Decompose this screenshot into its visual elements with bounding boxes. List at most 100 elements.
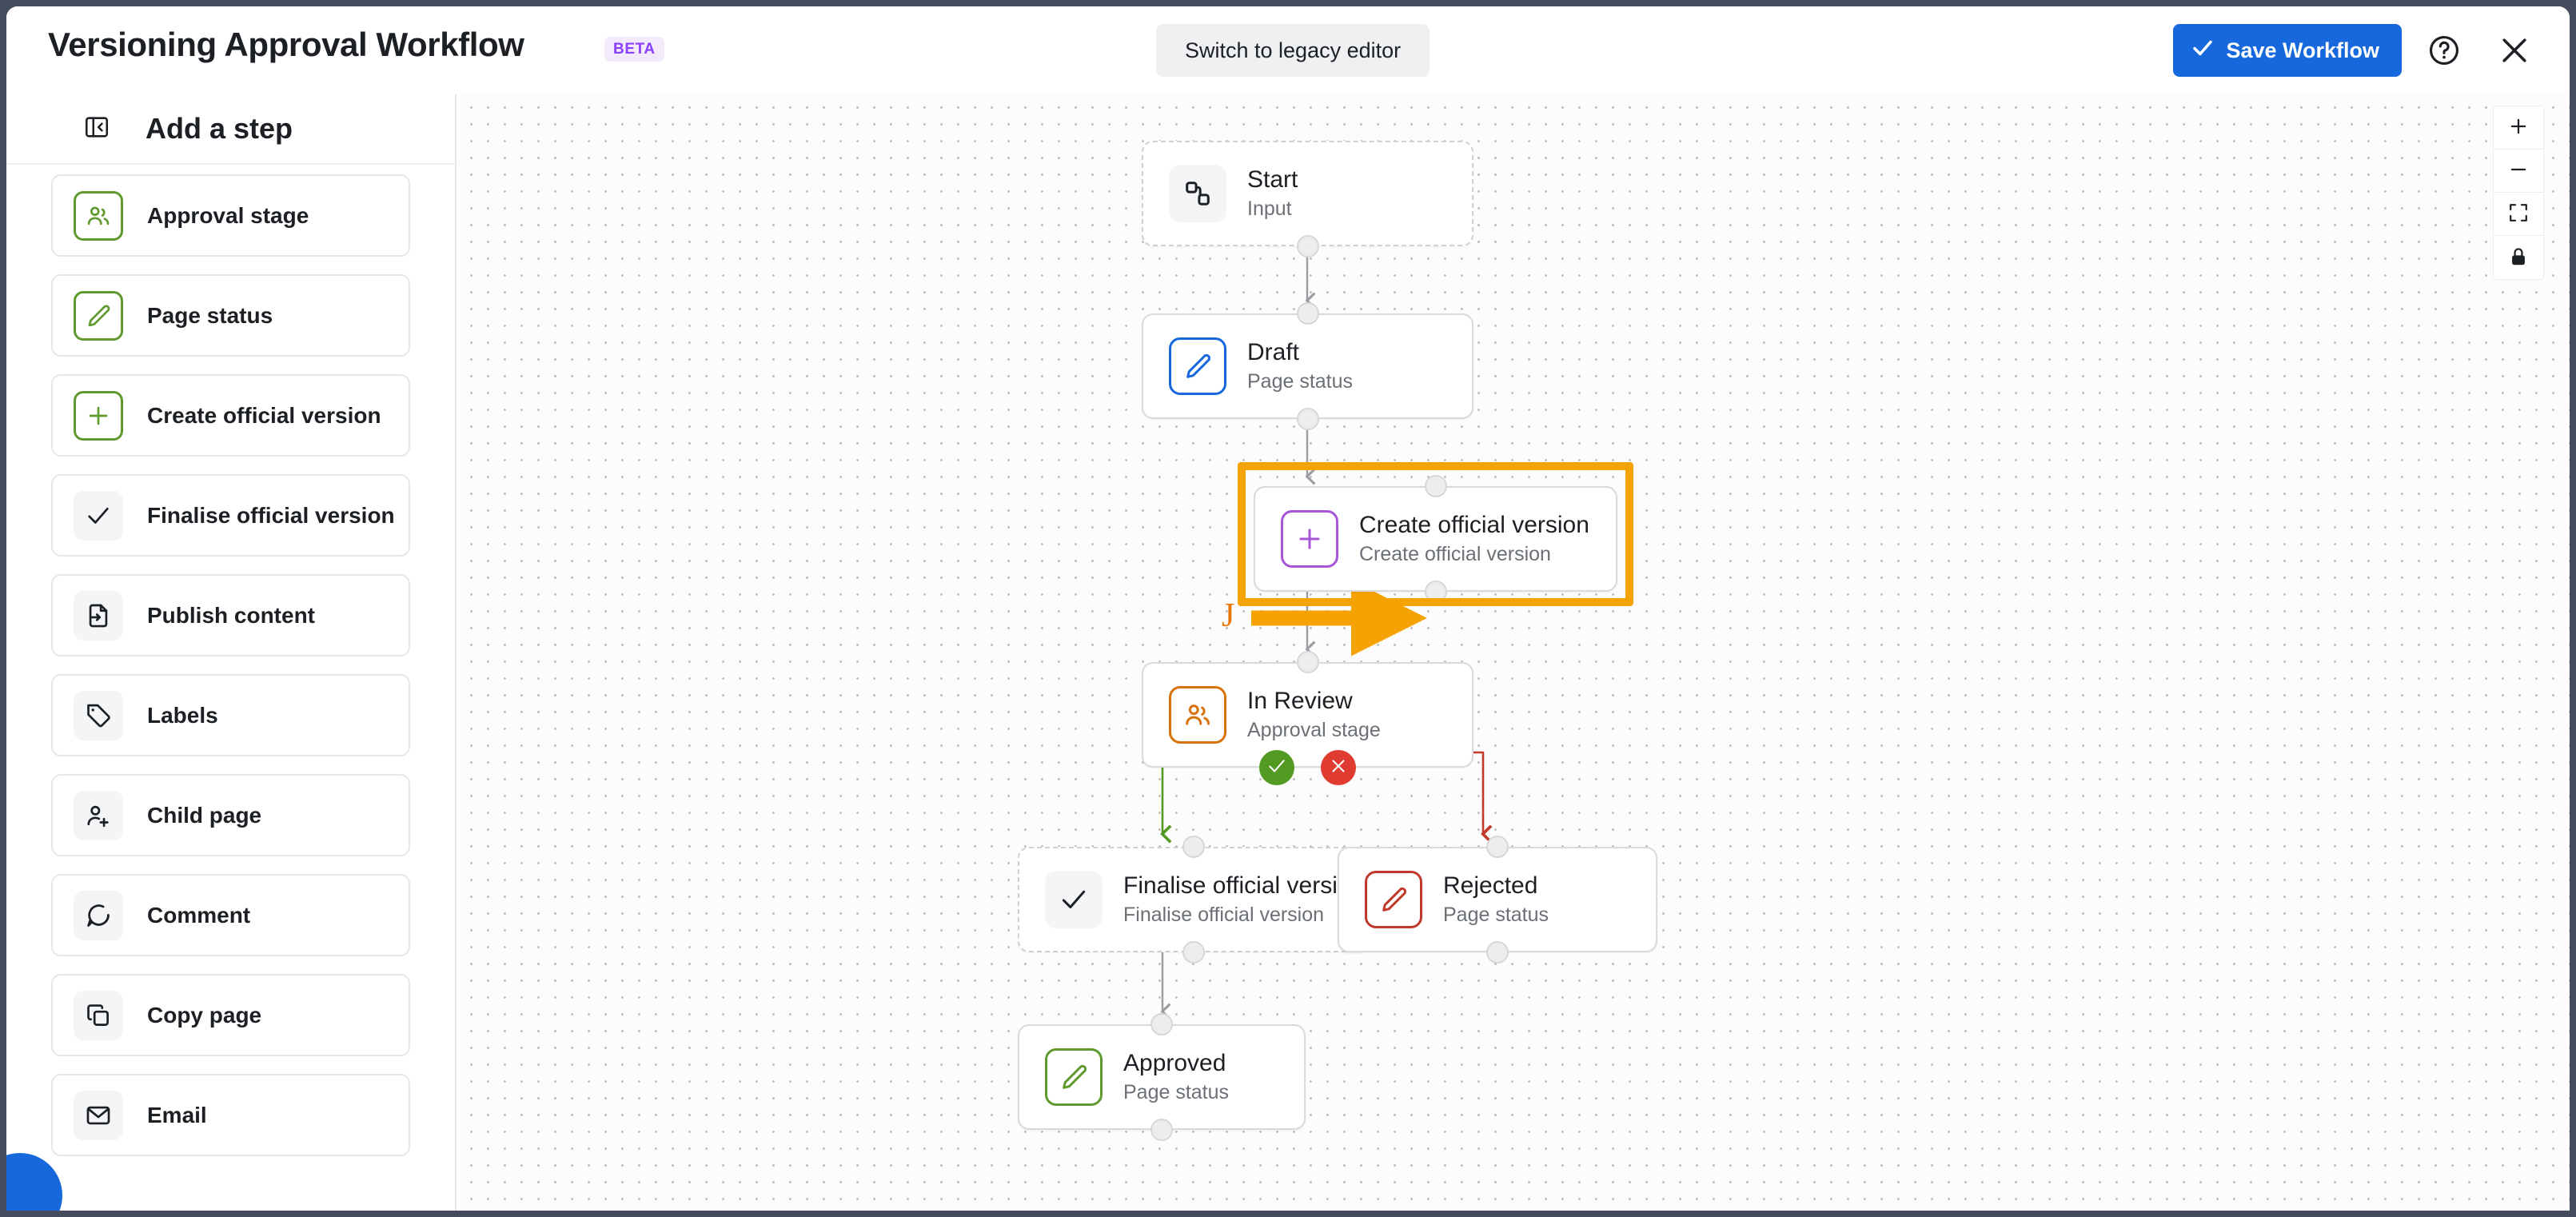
node-subtitle: Page status <box>1123 1080 1230 1103</box>
node-title: In Review <box>1247 688 1353 715</box>
workflow-start-icon <box>1169 165 1226 222</box>
sidebar-step-approval-stage[interactable]: Approval stage <box>51 174 410 257</box>
people-icon <box>74 190 123 241</box>
node-subtitle: Approval stage <box>1247 718 1381 741</box>
node-handle-create-top[interactable] <box>1424 475 1447 497</box>
workflow-node-start[interactable]: Start Input <box>1142 141 1473 246</box>
close-icon[interactable] <box>2493 29 2536 72</box>
pencil-icon <box>1169 337 1226 395</box>
sidebar-step-create-official-version[interactable]: Create official version <box>51 374 410 457</box>
check-icon <box>1266 756 1287 780</box>
zoom-out-control[interactable] <box>2494 150 2543 193</box>
sidebar-step-email[interactable]: Email <box>51 1074 410 1156</box>
plus-icon <box>74 390 123 441</box>
workflow-node-draft[interactable]: Draft Page status <box>1142 313 1473 419</box>
node-subtitle: Input <box>1247 197 1292 220</box>
envelope-icon <box>74 1090 123 1140</box>
node-title: Create official version <box>1359 512 1589 539</box>
workflow-node-rejected[interactable]: Rejected Page status <box>1338 847 1657 952</box>
workflow-node-create[interactable]: Create official version Create official … <box>1254 486 1617 592</box>
workflow-node-approved[interactable]: Approved Page status <box>1018 1024 1306 1130</box>
app-window: Versioning Approval Workflow BETA Switch… <box>6 6 2570 1211</box>
sidebar-step-label: Copy page <box>147 1002 262 1027</box>
comment-icon <box>74 890 123 940</box>
sidebar-step-publish-content[interactable]: Publish content <box>51 574 410 656</box>
sidebar-step-label: Child page <box>147 802 262 828</box>
page-title: Versioning Approval Workflow <box>48 26 524 63</box>
collapse-panel-icon[interactable] <box>83 114 110 145</box>
node-handle-draft-bottom[interactable] <box>1296 408 1319 430</box>
sidebar-header: Add a step <box>6 94 455 165</box>
sidebar-step-label: Page status <box>147 302 273 328</box>
check-icon <box>1045 871 1103 928</box>
node-handle-finalise-top[interactable] <box>1182 836 1205 858</box>
pencil-icon <box>1365 871 1422 928</box>
sidebar-step-label: Labels <box>147 702 218 728</box>
check-icon <box>74 490 123 541</box>
node-title: Finalise official version <box>1123 872 1365 900</box>
person-add-icon <box>74 790 123 840</box>
lock-icon <box>2507 245 2530 270</box>
lock-control[interactable] <box>2494 236 2543 279</box>
people-icon <box>1169 686 1226 744</box>
save-workflow-label: Save Workflow <box>2226 38 2379 62</box>
save-workflow-button[interactable]: Save Workflow <box>2173 24 2402 77</box>
sidebar-step-labels[interactable]: Labels <box>51 674 410 756</box>
sidebar-step-label: Email <box>147 1102 207 1127</box>
sidebar-step-finalise-official-version[interactable]: Finalise official version <box>51 474 410 557</box>
node-subtitle: Page status <box>1247 369 1354 393</box>
node-subtitle: Page status <box>1443 903 1549 926</box>
sidebar-step-label: Publish content <box>147 602 315 628</box>
node-title: Start <box>1247 166 1298 194</box>
check-icon <box>2191 36 2215 66</box>
fit-screen-icon <box>2507 202 2530 226</box>
node-title: Approved <box>1123 1050 1226 1077</box>
node-handle-review-top[interactable] <box>1296 651 1319 673</box>
node-handle-finalise-bottom[interactable] <box>1182 941 1205 964</box>
node-handle-rejected-top[interactable] <box>1486 836 1509 858</box>
sidebar-step-label: Approval stage <box>147 202 309 228</box>
sidebar-step-label: Create official version <box>147 402 381 428</box>
edge-layer <box>1160 246 1493 1020</box>
reject-branch[interactable] <box>1320 750 1356 785</box>
pencil-icon <box>1045 1048 1103 1106</box>
sidebar-step-comment[interactable]: Comment <box>51 874 410 956</box>
x-icon <box>1328 756 1349 780</box>
node-title: Draft <box>1247 339 1300 366</box>
node-title: Rejected <box>1443 872 1538 900</box>
app-header: Versioning Approval Workflow BETA Switch… <box>6 6 2570 94</box>
node-handle-rejected-bottom[interactable] <box>1486 941 1509 964</box>
canvas-controls <box>2493 106 2544 280</box>
add-step-sidebar: Add a step Approval stage Page status Cr… <box>6 94 457 1211</box>
publish-file-icon <box>74 590 123 640</box>
minus-icon <box>2507 158 2530 183</box>
sidebar-step-child-page[interactable]: Child page <box>51 774 410 856</box>
fit-view-control[interactable] <box>2494 193 2543 236</box>
sidebar-step-page-status[interactable]: Page status <box>51 274 410 357</box>
sidebar-step-label: Finalise official version <box>147 502 395 528</box>
zoom-in-control[interactable] <box>2494 106 2543 150</box>
node-handle-approved-bottom[interactable] <box>1150 1119 1173 1141</box>
workflow-canvas[interactable]: J Start Input Draft Page status Create o… <box>458 94 2570 1211</box>
copy-icon <box>74 990 123 1040</box>
approve-branch[interactable] <box>1258 750 1294 785</box>
sidebar-title: Add a step <box>146 112 293 145</box>
node-handle-start-bottom[interactable] <box>1296 235 1319 257</box>
beta-badge: BETA <box>604 37 664 62</box>
switch-to-legacy-editor-button[interactable]: Switch to legacy editor <box>1156 24 1430 77</box>
node-handle-create-bottom[interactable] <box>1424 581 1447 603</box>
workflow-node-review[interactable]: In Review Approval stage <box>1142 662 1473 768</box>
node-handle-approved-top[interactable] <box>1150 1013 1173 1035</box>
pencil-icon <box>74 290 123 341</box>
question-circle-icon[interactable] <box>2422 29 2466 72</box>
plus-icon <box>1281 510 1338 568</box>
node-handle-draft-top[interactable] <box>1296 302 1319 325</box>
step-list: Approval stage Page status Create offici… <box>6 165 455 1156</box>
tag-icon <box>74 690 123 740</box>
sidebar-step-copy-page[interactable]: Copy page <box>51 974 410 1056</box>
workflow-node-finalise[interactable]: Finalise official version Finalise offic… <box>1018 847 1370 952</box>
annotation-letter: J <box>1222 597 1235 634</box>
node-subtitle: Create official version <box>1359 542 1551 565</box>
sidebar-step-label: Comment <box>147 902 251 928</box>
plus-icon <box>2507 115 2530 140</box>
